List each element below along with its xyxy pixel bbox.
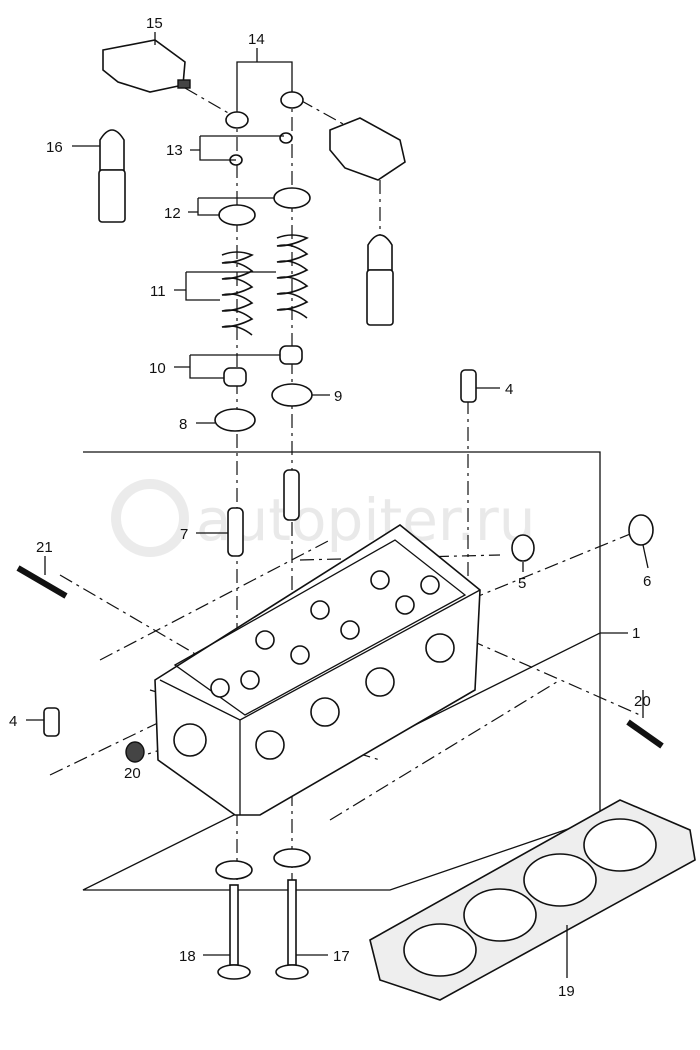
valve-seat-insert <box>215 860 253 880</box>
head-gasket <box>369 799 696 1001</box>
valve-guide <box>227 507 244 557</box>
label-21: 21 <box>36 539 53 556</box>
valve-keeper <box>279 132 293 144</box>
hydraulic-lifter-left <box>98 129 126 223</box>
label-16: 16 <box>46 139 63 156</box>
rocker-arm-right <box>329 117 406 181</box>
label-6: 6 <box>643 573 651 590</box>
core-plug <box>511 534 535 562</box>
spring-seat-8 <box>214 408 256 432</box>
valve-stem-seal <box>279 345 303 365</box>
label-7: 7 <box>180 526 188 543</box>
core-plug <box>628 514 654 546</box>
label-1: 1 <box>632 625 640 642</box>
stud-bolt <box>626 719 664 749</box>
spring-retainer <box>273 187 311 209</box>
label-4-top: 4 <box>505 381 513 398</box>
dowel-pin <box>43 707 60 737</box>
watermark: autopiter.ru <box>111 479 535 557</box>
valve-collet <box>280 91 304 109</box>
intake-valve <box>275 879 309 980</box>
label-15: 15 <box>146 15 163 32</box>
valve-stem-seal <box>223 367 247 387</box>
part-labels: 15 14 13 16 12 11 10 9 8 4 7 21 5 6 1 20… <box>9 15 651 1000</box>
label-5: 5 <box>518 575 526 592</box>
valve-spring-left <box>221 251 254 336</box>
stud-bolt <box>16 565 68 599</box>
label-20-right: 20 <box>634 693 651 710</box>
label-18: 18 <box>179 948 196 965</box>
label-19: 19 <box>558 983 575 1000</box>
valve-seat-insert <box>273 848 311 868</box>
label-20-left: 20 <box>124 765 141 782</box>
label-14: 14 <box>248 31 265 48</box>
cylinder-head <box>154 524 481 816</box>
label-13: 13 <box>166 142 183 159</box>
label-9: 9 <box>334 388 342 405</box>
label-11: 11 <box>150 283 166 300</box>
label-10: 10 <box>149 360 166 377</box>
valve-collet <box>225 111 249 129</box>
rocker-arm-left <box>102 39 191 93</box>
exhaust-valve <box>217 884 251 980</box>
watermark-text: autopiter.ru <box>196 486 535 554</box>
dowel-pin <box>460 369 477 403</box>
valve-spring-right <box>276 234 309 319</box>
label-12: 12 <box>164 205 181 222</box>
spring-seat-9 <box>271 383 313 407</box>
label-17: 17 <box>333 948 350 965</box>
valve-guide <box>283 469 300 521</box>
stud-nut <box>125 741 145 763</box>
label-4-left: 4 <box>9 713 17 730</box>
leader-lines <box>26 32 649 978</box>
hydraulic-lifter-right <box>366 234 394 326</box>
spring-retainer <box>218 204 256 226</box>
label-8: 8 <box>179 416 187 433</box>
